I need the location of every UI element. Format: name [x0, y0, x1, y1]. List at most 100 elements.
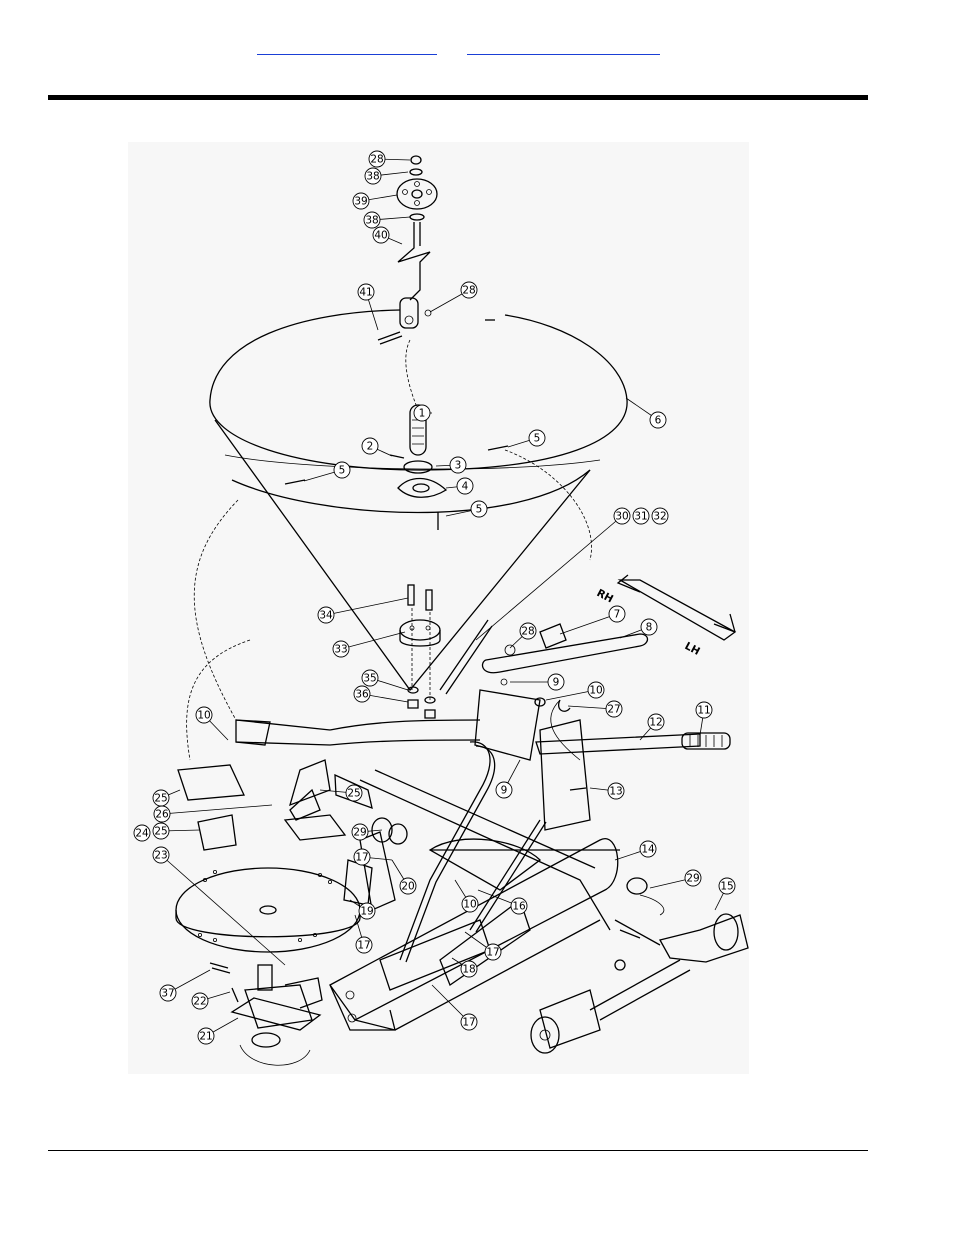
callout-circle-22 [191, 992, 209, 1010]
callout-circle-29 [684, 869, 702, 887]
callout-circle-32 [651, 507, 669, 525]
callout-circle-17 [484, 943, 502, 961]
callout-leader-17 [431, 984, 470, 1023]
callout-circle-5 [528, 429, 546, 447]
hopper-cone [209, 309, 628, 692]
gate-linkage [481, 623, 731, 791]
bottom-rule [48, 1150, 868, 1151]
callout-circle-17 [355, 936, 373, 954]
callout-label-11: 11 [697, 705, 710, 717]
callout-label-35: 35 [363, 673, 376, 685]
rh-label: RH [595, 587, 616, 606]
callout-label-39: 39 [354, 196, 367, 208]
callout-circle-16 [510, 897, 528, 915]
callout-leader-30 [475, 515, 623, 641]
callout-circle-5 [470, 500, 488, 518]
callout-circle-15 [718, 877, 736, 895]
callout-circle-39 [352, 192, 370, 210]
callout-circle-37 [159, 984, 177, 1002]
callout-label-23: 23 [154, 850, 167, 862]
callout-label-5: 5 [476, 504, 483, 516]
callout-circle-10 [461, 895, 479, 913]
callout-label-13: 13 [609, 786, 622, 798]
lh-label: LH [683, 640, 702, 658]
callout-circle-9 [547, 673, 565, 691]
pto-shaft [530, 877, 749, 1054]
header-link-1[interactable] [257, 40, 437, 55]
callout-circle-19 [358, 902, 376, 920]
callout-circle-38 [364, 167, 382, 185]
spinner-disc [175, 499, 361, 953]
callout-circle-40 [372, 226, 390, 244]
callout-label-19: 19 [360, 906, 373, 918]
callout-circle-25 [345, 784, 363, 802]
callout-circle-8 [640, 618, 658, 636]
top-crank-assembly [377, 155, 438, 345]
callout-label-32: 32 [653, 511, 666, 523]
exploded-view-drawing: RH LH [133, 150, 749, 1066]
callout-leader-10 [545, 689, 597, 701]
callout-label-16: 16 [512, 901, 526, 913]
callout-label-33: 33 [334, 644, 347, 656]
callout-label-14: 14 [641, 844, 655, 856]
callout-circle-5 [333, 461, 351, 479]
callout-label-38: 38 [365, 215, 378, 227]
callout-label-38: 38 [366, 171, 379, 183]
main-frame [235, 689, 620, 1031]
gearbox [209, 962, 323, 1066]
callout-circle-9 [495, 781, 513, 799]
callout-label-28: 28 [462, 285, 475, 297]
callout-leader-33 [340, 631, 406, 650]
callout-circle-3 [449, 456, 467, 474]
callout-circle-28 [460, 281, 478, 299]
callout-label-21: 21 [199, 1031, 212, 1043]
callout-label-17: 17 [355, 852, 368, 864]
header-link-2[interactable] [467, 40, 660, 55]
callout-label-36: 36 [355, 689, 369, 701]
callout-label-10: 10 [197, 710, 210, 722]
callout-label-37: 37 [161, 988, 174, 1000]
callout-circle-17 [353, 848, 371, 866]
callout-circle-14 [639, 840, 657, 858]
callout-label-7: 7 [614, 609, 621, 621]
callout-circle-10 [195, 706, 213, 724]
callout-circle-6 [649, 411, 667, 429]
callout-label-10: 10 [463, 899, 476, 911]
callout-circle-10 [587, 681, 605, 699]
callout-circle-33 [332, 640, 350, 658]
callout-label-18: 18 [462, 964, 475, 976]
callout-label-20: 20 [401, 881, 414, 893]
callout-label-5: 5 [534, 433, 541, 445]
callout-circle-36 [353, 685, 371, 703]
callout-label-8: 8 [646, 622, 653, 634]
callout-label-4: 4 [462, 481, 469, 493]
callouts: 1234555678991010101112131415161717171718… [133, 150, 736, 1045]
callout-label-10: 10 [589, 685, 602, 697]
agitator-parts [284, 404, 509, 530]
callout-label-2: 2 [367, 441, 374, 453]
callout-label-25: 25 [347, 788, 360, 800]
callout-label-17: 17 [462, 1017, 475, 1029]
callout-circle-11 [695, 701, 713, 719]
callout-leader-7 [559, 613, 618, 635]
callout-circle-30 [613, 507, 631, 525]
callout-label-31: 31 [634, 511, 647, 523]
callout-circle-2 [361, 437, 379, 455]
callout-label-28: 28 [521, 626, 534, 638]
callout-label-28: 28 [370, 154, 383, 166]
callout-circle-38 [363, 211, 381, 229]
callout-label-17: 17 [357, 940, 370, 952]
callout-circle-1 [413, 404, 431, 422]
callout-label-30: 30 [615, 511, 628, 523]
callout-label-12: 12 [649, 717, 662, 729]
callout-circle-26 [153, 805, 171, 823]
callout-leader-26 [161, 804, 273, 815]
callout-circle-28 [519, 622, 537, 640]
callout-circle-12 [647, 713, 665, 731]
callout-circle-24 [133, 824, 151, 842]
callout-circle-25 [152, 822, 170, 840]
direction-arrow: RH LH [595, 574, 737, 658]
callout-leader-34 [325, 597, 409, 616]
callout-label-41: 41 [359, 287, 372, 299]
callout-label-26: 26 [155, 809, 169, 821]
